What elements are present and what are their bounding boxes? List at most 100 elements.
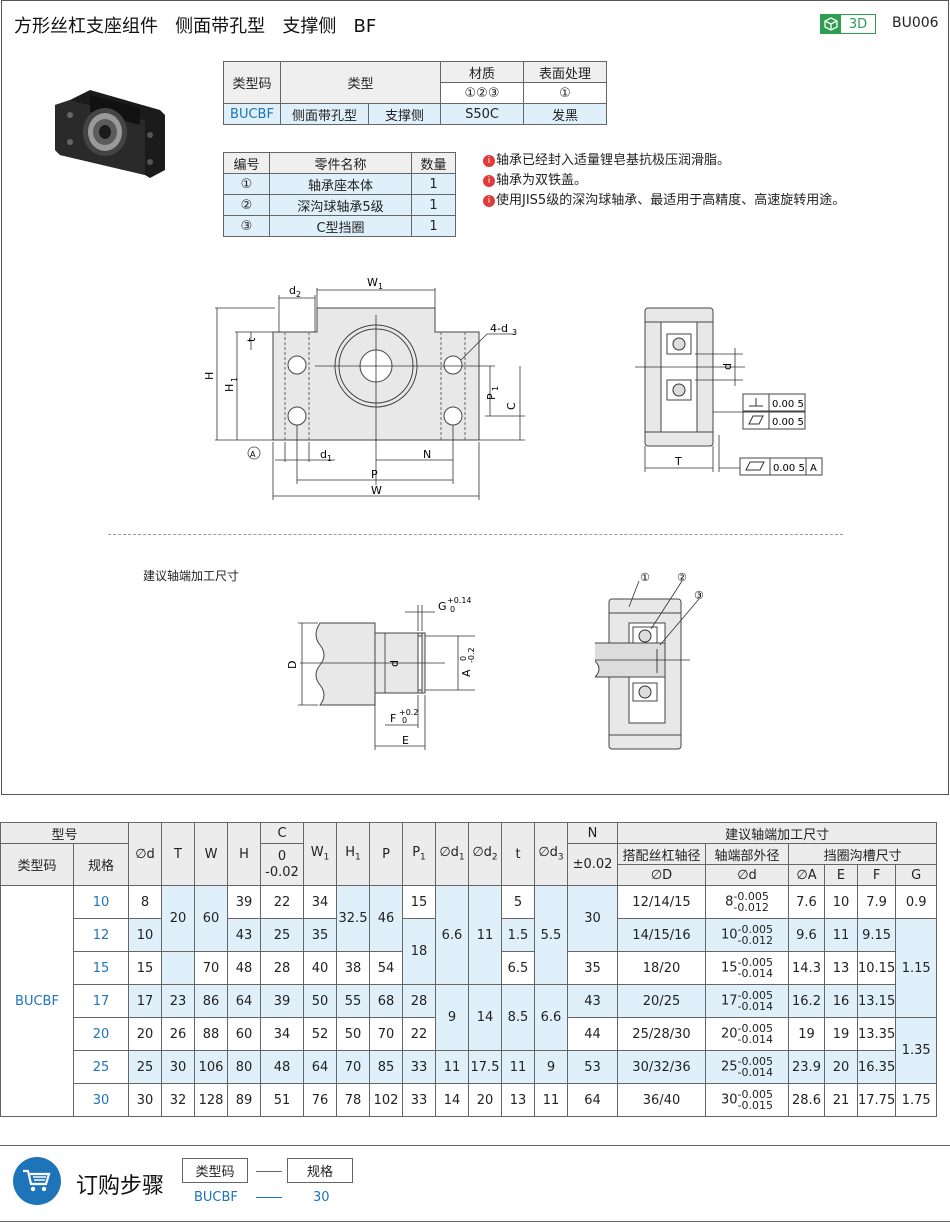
svg-text:0: 0 [459,656,468,661]
spec-cell[interactable]: 25 [73,1050,129,1084]
svg-text:A: A [250,450,256,459]
th-h: H [227,822,261,886]
dim-c: C [505,402,518,410]
svg-text:+0.14: +0.14 [447,596,472,605]
th-w: W [194,822,228,886]
section-divider [108,534,843,535]
product-panel [1,0,949,795]
product-image [55,90,165,178]
part-no: ② [223,194,270,216]
th-d1: ∅d1 [435,822,469,886]
shaft-end-drawing: D d G+0.140 A0-0.2 F+0.20 E [286,596,476,750]
table-row: 15 15 70 48 28 40 38 54 6.5 35 18/20 15-… [1,951,937,985]
dim-p: P [371,468,378,481]
part-no: ③ [223,215,270,237]
th-spec: 规格 [73,843,129,886]
callout-3: ③ [694,589,704,602]
svg-text:0: 0 [450,605,455,614]
part-code: BU006 [892,15,939,31]
svg-text:A: A [810,463,817,474]
info-icon: i [483,175,495,187]
th-groove: 挡圈沟槽尺寸 [787,843,938,865]
table-row: 30 30 32 128 89 51 76 78 102 33 14 20 13… [1,1083,938,1117]
svg-text:2: 2 [296,290,301,299]
th-phi-d: ∅d [705,864,789,886]
table-row: BUCBF 10 8 20 60 39 22 34 32.5 46 15 6.6… [0,885,938,1117]
dim-d3: 4-d [490,322,508,335]
spec-cell[interactable]: 10 [73,885,129,919]
info-icon: i [483,195,495,207]
svg-text:-0.2: -0.2 [467,647,476,663]
th-n: N [567,822,618,844]
material-value: S50C [440,103,524,125]
order-spec-value[interactable]: 30 [313,1190,330,1205]
th-match: 搭配丝杠轴径 [617,843,706,865]
part-no: ① [223,173,270,195]
th-p: P [369,822,403,886]
th-shaft-d: 轴端部外径 [705,843,789,865]
svg-text:3: 3 [512,328,517,337]
type-code-value[interactable]: BUCBF [223,103,281,125]
th-c-tol: 0-0.02 [260,843,304,886]
svg-text:1: 1 [491,386,500,391]
order-spec-label: 规格 [287,1158,353,1183]
order-code-label: 类型码 [182,1158,248,1183]
th-w1: W1 [303,822,337,886]
th-d: ∅d [128,822,162,886]
spec-cell[interactable]: 15 [73,951,129,985]
order-separator [256,1197,282,1198]
assembly-section-drawing: ① ② ③ [595,571,704,750]
callout-2: ② [677,571,687,584]
dim-e: E [402,734,409,747]
part-name: C型挡圈 [269,215,412,237]
dim-shaft-d-big: D [286,661,299,669]
cart-icon [13,1157,61,1205]
order-code-value[interactable]: BUCBF [194,1190,238,1205]
svg-text:1: 1 [230,377,239,382]
part-name: 深沟球轴承5级 [269,194,412,216]
dim-d1: d [320,448,327,461]
dim-g: G [438,600,447,613]
surface-value: 发黑 [523,103,607,125]
spec-cell[interactable]: 12 [73,918,129,952]
spec-cell[interactable]: 20 [73,1017,129,1051]
th-h1: H1 [336,822,370,886]
table-row: 20 20 26 88 60 34 52 50 70 22 44 25/28/3… [1,1017,938,1084]
dim-p1: P [485,393,498,400]
type-value-2: 支撑侧 [368,103,441,125]
tol-parallel: 0.00 5 [773,463,805,474]
dim-w: W [371,484,382,497]
spec-cell[interactable]: 30 [73,1083,129,1117]
th-part-name: 零件名称 [269,152,412,174]
spec-table: 型号 ∅d T W H C W1 H1 P P1 ∅d1 ∅d2 t ∅d3 N… [0,822,938,1117]
svg-text:+0.2: +0.2 [399,708,418,717]
th-e: E [824,864,858,886]
callout-1: ① [640,571,650,584]
dim-side-t: T [674,455,682,468]
th-d2: ∅d2 [468,822,502,886]
tol-flatness: 0.00 5 [772,417,804,428]
order-steps-panel: 订购步骤 类型码 规格 BUCBF 30 [0,1145,950,1222]
th-a: ∅A [788,864,825,886]
dim-h1: H [223,384,236,392]
svg-text:0: 0 [402,716,407,725]
th-type-code: 类型码 [223,61,281,104]
3d-view-button[interactable]: 3D [820,14,876,34]
tol-perpendicular: 0.00 5 [772,399,804,410]
th-code: 类型码 [0,843,74,886]
th-material: 材质 [440,61,524,83]
part-qty: 1 [411,194,456,216]
dim-a: A [460,669,473,677]
type-code-cell[interactable]: BUCBF [0,885,74,1117]
part-qty: 1 [411,215,456,237]
cube-icon [821,15,841,33]
svg-text:1: 1 [327,454,332,463]
table-row: 17 17 23 86 64 39 50 55 68 28 9 14 8.5 6… [0,984,937,1051]
spec-cell[interactable]: 17 [73,984,129,1018]
3d-label: 3D [848,16,868,32]
